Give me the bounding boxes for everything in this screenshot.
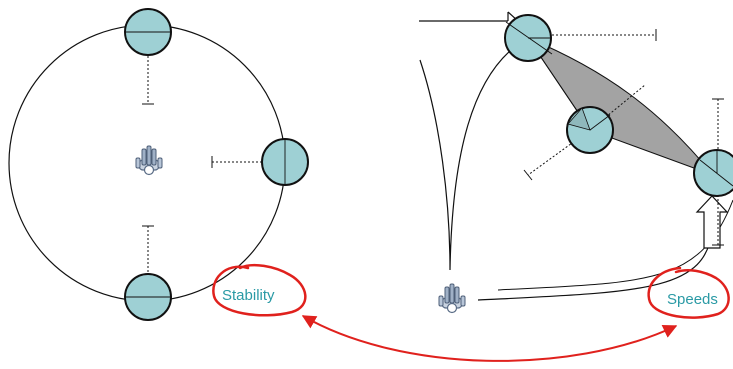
speeds-highlight — [647, 266, 730, 319]
up-arrow — [695, 195, 729, 249]
path-curve-left — [419, 37, 529, 271]
annotations: Stability Speeds — [212, 263, 730, 362]
stability-highlight — [212, 263, 307, 317]
path-curve-bottom-outer — [497, 199, 733, 291]
speeds-label: Speeds — [667, 291, 718, 308]
node-right — [261, 138, 309, 186]
node-middle — [566, 106, 614, 154]
speed-wedge — [526, 36, 715, 177]
left-diagram — [8, 8, 309, 321]
node-right-edge — [693, 149, 733, 197]
stability-label: Stability — [222, 287, 275, 304]
ship-icon — [438, 283, 466, 314]
comparison-arrow — [301, 315, 678, 362]
node-top-right — [504, 14, 553, 62]
node-bottom — [124, 273, 172, 321]
node-top — [124, 8, 172, 56]
ship-icon — [135, 145, 163, 176]
path-curve-bottom — [477, 229, 713, 301]
right-diagram — [419, 11, 733, 314]
